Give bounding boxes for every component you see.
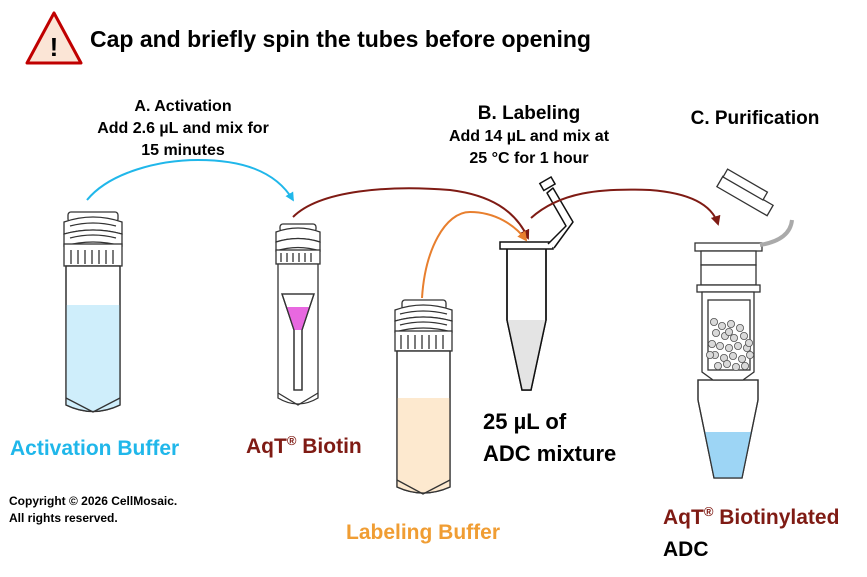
product-label-line-2: ADC	[663, 538, 709, 561]
activation-buffer-vial	[63, 211, 123, 413]
resin-bead	[727, 319, 736, 328]
step-activation-heading: A. Activation	[134, 98, 232, 115]
resin-bead	[734, 341, 743, 350]
resin-bead	[716, 341, 725, 350]
resin-bead	[730, 333, 739, 342]
aqt-biotin-label-prefix: AqT	[246, 435, 287, 458]
product-label-prefix: AqT	[663, 506, 704, 529]
labeling-buffer-vial	[394, 299, 453, 495]
purification-arrow	[530, 188, 721, 226]
warning-icon: !	[25, 11, 83, 65]
step-activation: A. Activation Add 2.6 µL and mix for 15 …	[88, 96, 278, 162]
resin-bead	[723, 359, 732, 368]
copyright-notice: Copyright © 2026 CellMosaic. All rights …	[9, 493, 177, 527]
aqt-biotin-label: AqT® Biotin	[246, 433, 362, 459]
adc-mixture-tube	[499, 176, 574, 391]
adc-mixture-label-line-2: ADC mixture	[483, 441, 617, 466]
resin-bead	[712, 328, 721, 337]
activation-arrow	[86, 158, 294, 202]
activation-buffer-label: Activation Buffer	[10, 437, 180, 460]
resin-bead	[714, 361, 723, 370]
resin-bead	[732, 362, 741, 371]
resin-bead	[706, 350, 715, 359]
product-label-reg: ®	[703, 504, 714, 519]
resin-bead	[746, 350, 755, 359]
resin-bead	[725, 343, 734, 352]
copyright-line-2: All rights reserved.	[9, 511, 118, 525]
biotin-arrow	[292, 187, 530, 240]
resin-bead	[745, 338, 754, 347]
warning-symbol: !	[50, 32, 59, 62]
aqt-biotin-label-suffix: Biotin	[296, 435, 362, 458]
resin-bead	[740, 331, 749, 340]
step-labeling-heading: B. Labeling	[477, 103, 581, 124]
aqt-biotin-vial	[275, 223, 321, 406]
copyright-line-1: Copyright © 2026 CellMosaic.	[9, 494, 178, 508]
aqt-biotin-label-reg: ®	[286, 433, 297, 448]
resin-bead	[710, 317, 719, 326]
resin-beads	[706, 317, 755, 371]
resin-bead	[729, 351, 738, 360]
adc-mixture-label-line-1: 25 µL of	[483, 409, 567, 434]
warning-text: Cap and briefly spin the tubes before op…	[90, 26, 591, 52]
step-labeling: B. Labeling Add 14 µL and mix at 25 °C f…	[430, 102, 628, 170]
labeling-buffer-label: Labeling Buffer	[346, 521, 501, 544]
step-purification-heading: C. Purification	[690, 108, 820, 129]
resin-bead	[736, 323, 745, 332]
product-label-suffix: Biotinylated	[713, 506, 840, 529]
step-activation-line-2: 15 minutes	[141, 142, 225, 159]
resin-bead	[708, 339, 717, 348]
product-label-line-1: AqT® Biotinylated	[663, 496, 839, 534]
labeling-arrow	[421, 210, 528, 299]
adc-mixture-label: 25 µL of ADC mixture	[483, 406, 616, 470]
step-labeling-line-2: 25 °C for 1 hour	[469, 150, 589, 167]
step-activation-line-1: Add 2.6 µL and mix for	[97, 120, 269, 137]
purification-column	[694, 168, 794, 479]
step-labeling-line-1: Add 14 µL and mix at	[448, 128, 610, 145]
resin-bead	[738, 354, 747, 363]
resin-bead	[741, 361, 750, 370]
product-label: AqT® Biotinylated ADC	[663, 496, 839, 566]
resin-bead	[718, 321, 727, 330]
resin-bead	[725, 327, 734, 336]
